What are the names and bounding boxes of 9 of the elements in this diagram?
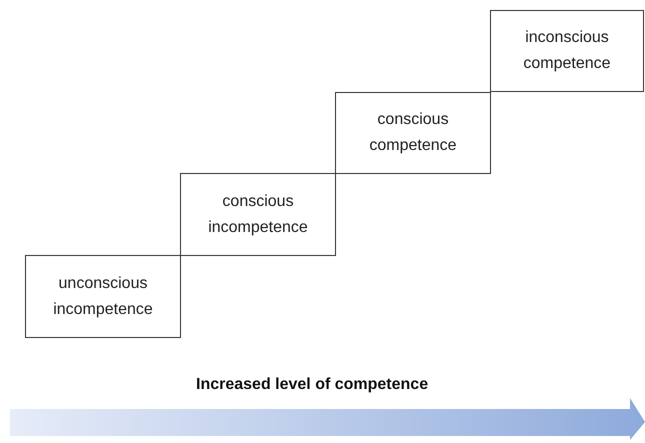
step-box	[25, 255, 181, 338]
step-box	[335, 92, 491, 174]
step-text: unconscious incompetence	[52, 274, 154, 320]
step-text: conscious competence	[368, 110, 458, 156]
axis-caption: Increased level of competence	[196, 376, 428, 394]
step-box	[490, 10, 644, 92]
step-text: inconscious competence	[522, 28, 612, 74]
step-text: conscious incompetence	[207, 192, 309, 238]
step-box	[180, 173, 336, 256]
